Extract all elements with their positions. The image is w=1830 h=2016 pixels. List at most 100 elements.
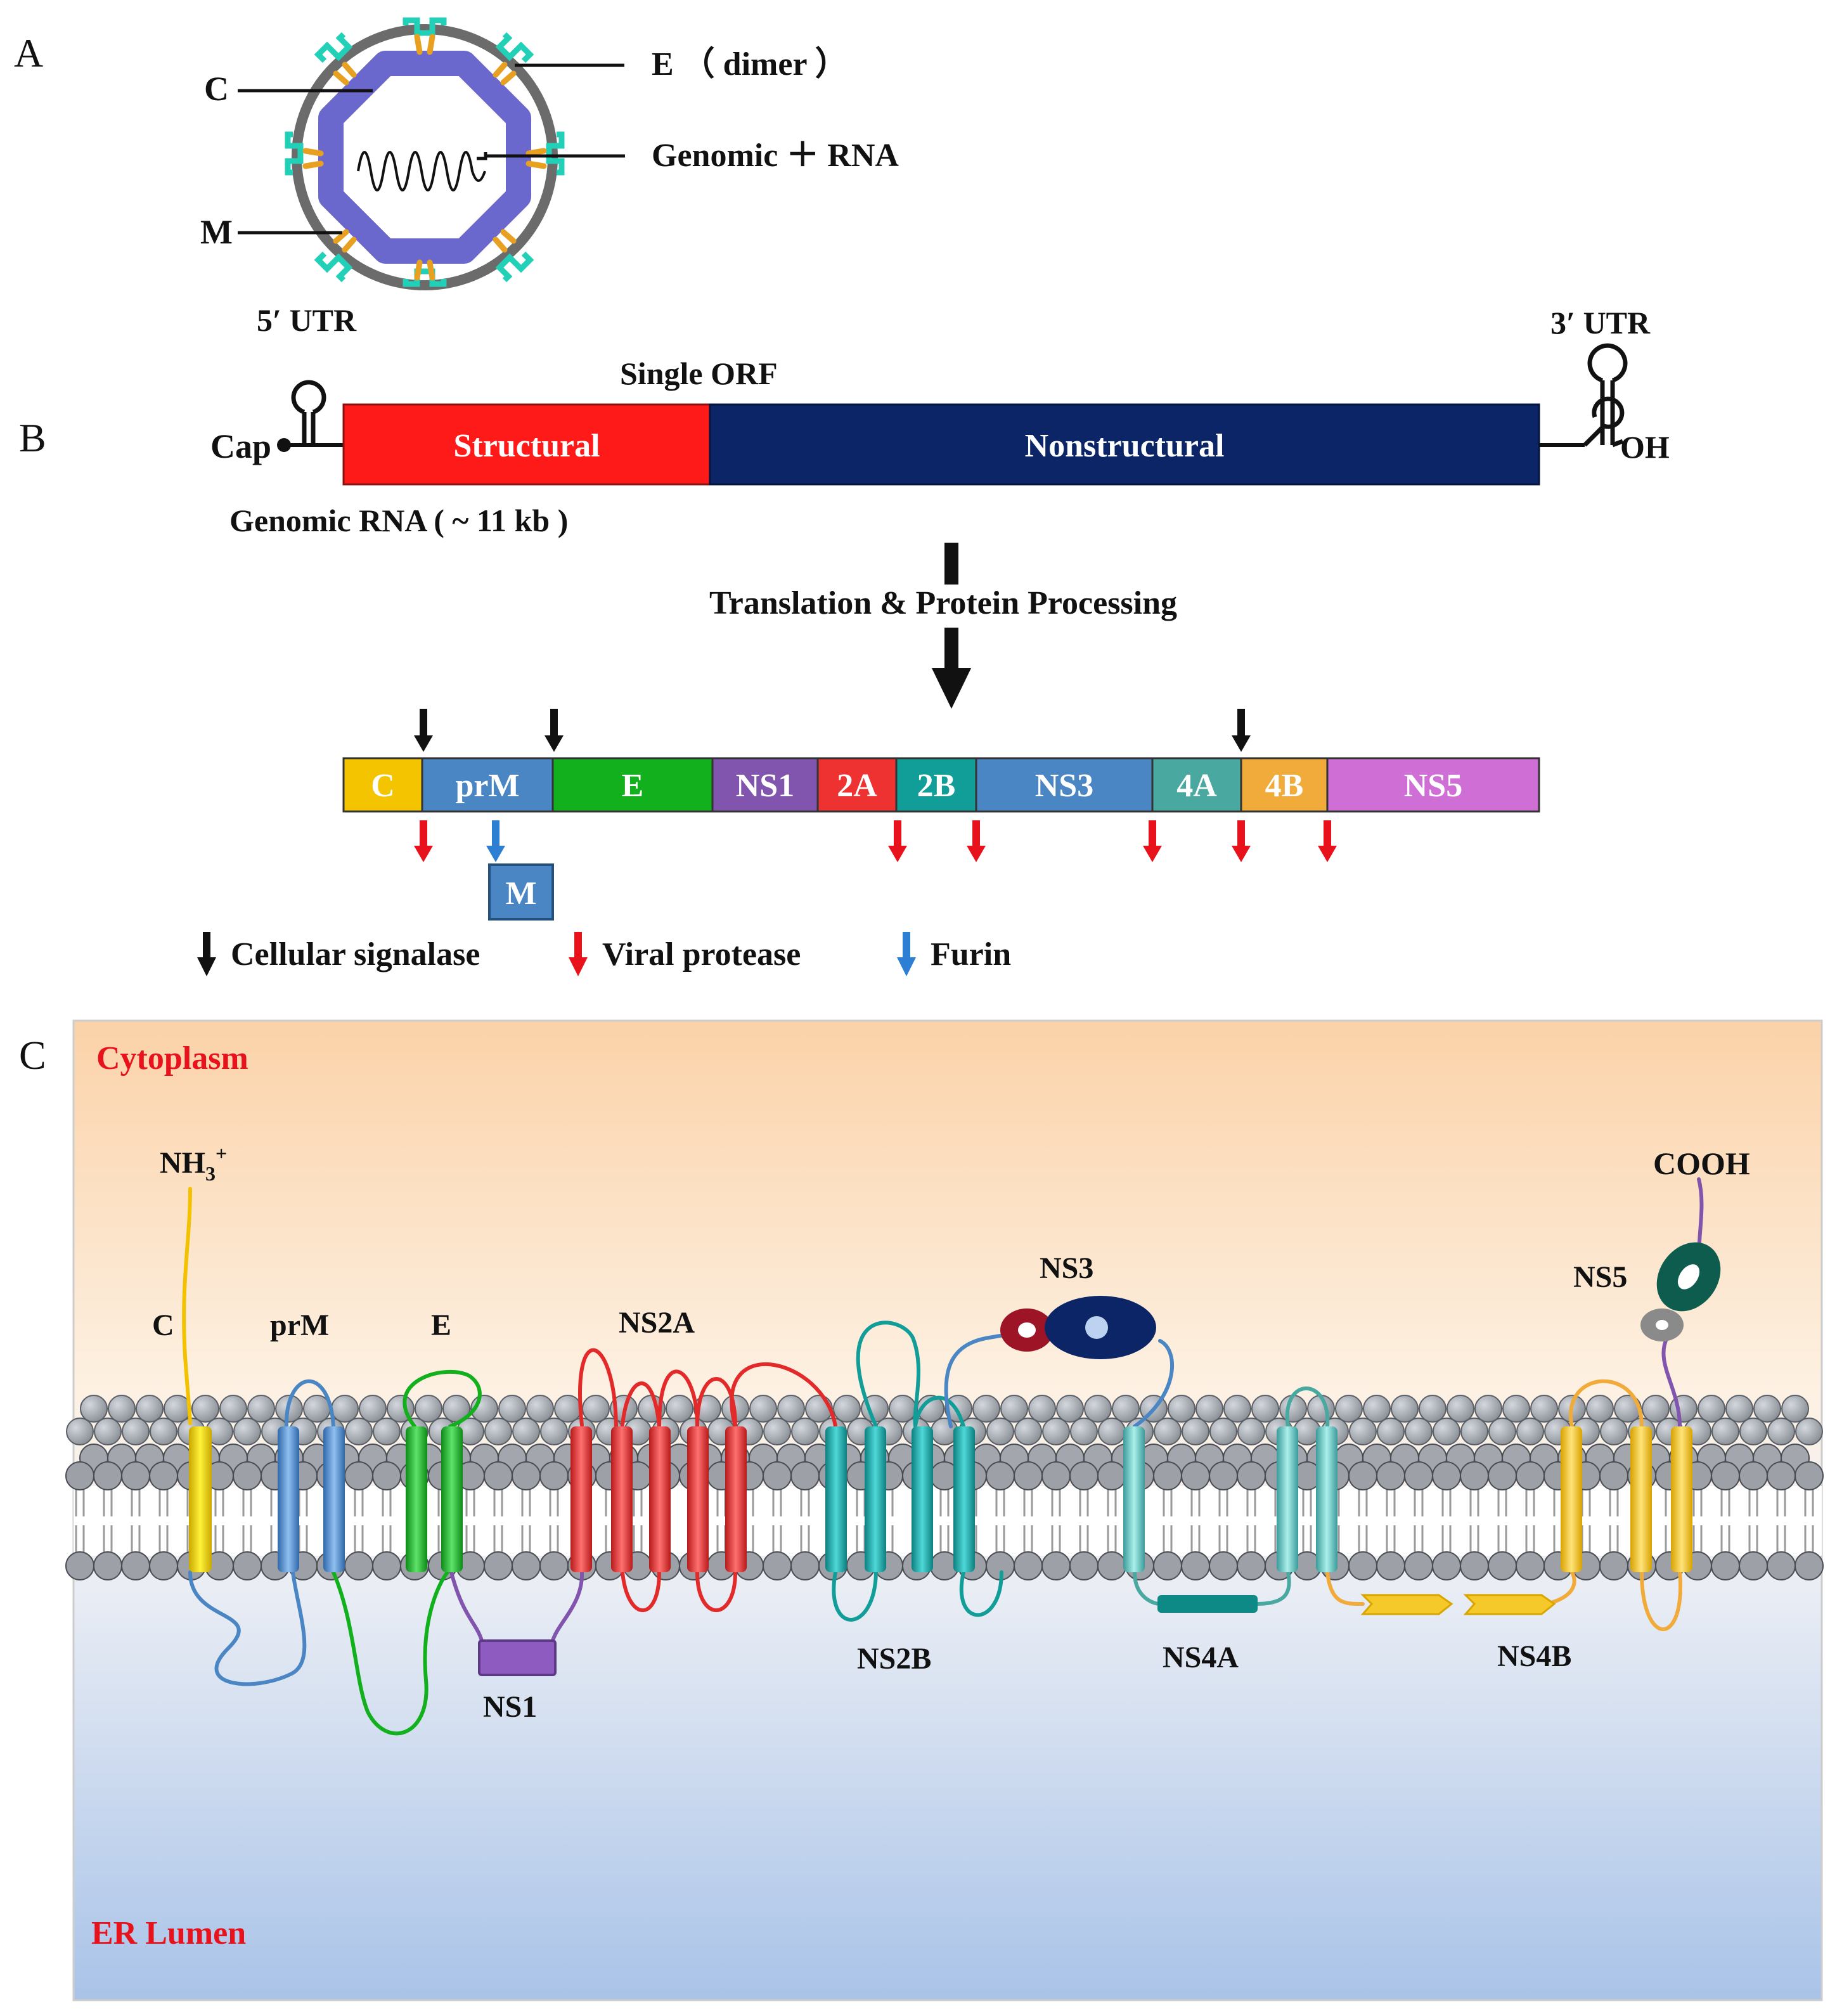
tm-ns4a-1 <box>1123 1426 1145 1572</box>
c-protein-loop <box>182 1187 192 1425</box>
cytoplasm-label: Cytoplasm <box>96 1040 248 1076</box>
polyprotein-segment <box>1151 757 1242 813</box>
m-protein-box <box>488 863 554 921</box>
tm-ns2a-4 <box>687 1426 709 1572</box>
tm-prm-1 <box>278 1426 299 1572</box>
c-protein-label: C <box>152 1308 174 1342</box>
polyprotein-segment <box>551 757 714 813</box>
tm-ns2b-2 <box>865 1426 886 1572</box>
genomic-rna-squiggle <box>357 151 486 191</box>
tm-ns2b-4 <box>953 1426 975 1572</box>
ns4b-helices <box>1360 1594 1556 1615</box>
e-loop <box>403 1369 482 1428</box>
ns2a-loops <box>578 1348 837 1428</box>
polyprotein-segment <box>975 757 1154 813</box>
legend-signalase-arrow <box>197 932 216 976</box>
capsid-shell <box>318 51 531 264</box>
virion-label-m: M <box>200 213 233 251</box>
prm-loop <box>284 1379 335 1428</box>
envelope-protein-dimers <box>285 17 565 287</box>
utr3-label: 3′ UTR <box>1550 305 1651 340</box>
ns1-tether <box>449 1570 584 1643</box>
polyprotein-segment-label: 4A <box>1176 768 1217 804</box>
polyprotein-segment-label: 4B <box>1265 768 1304 804</box>
virion-label-rna: Genomic ＋ RNA <box>652 138 899 174</box>
utr5-stem-loop <box>291 380 326 444</box>
legend: Cellular signalase Viral protease Furin <box>197 932 1011 976</box>
polyprotein-segment-label: 2B <box>917 768 956 804</box>
legend-signalase-label: Cellular signalase <box>231 936 480 972</box>
panel-a-label: A <box>14 30 43 75</box>
leader-rna <box>477 152 625 160</box>
polyprotein-segment <box>816 757 898 813</box>
protease-cleavage-arrow <box>888 820 907 862</box>
ns4a-helix <box>1157 1595 1258 1613</box>
ns2b-protein-label: NS2B <box>857 1642 931 1676</box>
tm-e-2 <box>441 1426 463 1572</box>
ns1-protein-label: NS1 <box>483 1690 537 1724</box>
nh3-label: NH3+ <box>160 1142 227 1185</box>
protease-cleavage-arrow <box>1232 820 1251 862</box>
panel-c-label: C <box>19 1033 46 1078</box>
er-lumen-label: ER Lumen <box>91 1915 246 1951</box>
tm-ns4a-2 <box>1277 1426 1298 1572</box>
tm-e-1 <box>406 1426 427 1572</box>
virion-diagram <box>238 17 625 290</box>
utr5-label: 5′ UTR <box>257 302 357 338</box>
legend-furin-label: Furin <box>931 936 1011 972</box>
cap-label: Cap <box>210 427 271 465</box>
prm-e-lumen-loop <box>332 1570 449 1736</box>
structural-region <box>342 403 711 486</box>
protease-cleavage-arrow <box>1318 820 1337 862</box>
polyprotein-segment-label: C <box>371 768 395 804</box>
polyprotein-segment <box>895 757 977 813</box>
genome-map <box>277 343 1628 486</box>
tm-ns2a-5 <box>725 1426 747 1572</box>
c-lumen-loop <box>188 1570 307 1686</box>
tm-c <box>189 1426 212 1572</box>
protease-cleavage-arrow <box>1143 820 1162 862</box>
genomic-rna-label: Genomic RNA ( ~ 11 kb ) <box>229 503 568 538</box>
legend-protease-label: Viral protease <box>602 936 801 972</box>
signalase-cleavage-arrow <box>414 709 433 752</box>
tm-prm-2 <box>323 1426 345 1572</box>
polyprotein-segment-label: NS3 <box>1035 768 1093 804</box>
virion-label-e: E （ dimer ） <box>652 46 848 82</box>
polyprotein-segment-label: NS1 <box>736 768 794 804</box>
tm-ns4a-3 <box>1316 1426 1337 1572</box>
polyprotein-segment-label: prM <box>455 768 519 804</box>
tm-ns2b-1 <box>825 1426 847 1572</box>
signalase-cleavage-arrow <box>544 709 564 752</box>
orf-label: Single ORF <box>620 356 778 391</box>
virion-label-c: C <box>204 70 229 108</box>
protease-cleavage-arrow <box>414 820 433 862</box>
ns5-domains <box>1640 1242 1721 1341</box>
tm-ns2a-2 <box>611 1426 633 1572</box>
polyprotein-segment <box>342 757 423 813</box>
process-label: Translation & Protein Processing <box>709 585 1177 621</box>
ns2a-protein-label: NS2A <box>619 1306 695 1340</box>
ns1-box <box>478 1639 557 1676</box>
polyprotein-segment-label: NS5 <box>1404 768 1462 804</box>
tm-ns4b-1 <box>1561 1426 1582 1572</box>
ns2b-loops <box>832 1321 1003 1622</box>
tm-ns2a-1 <box>570 1426 592 1572</box>
nonstructural-label: Nonstructural <box>1025 428 1225 464</box>
ns4b-protein-label: NS4B <box>1497 1639 1571 1673</box>
ns2a-lumen-loops <box>621 1570 737 1612</box>
polyprotein-segment-label: E <box>622 768 644 804</box>
panel-b-label: B <box>19 415 46 460</box>
structural-label: Structural <box>453 428 600 464</box>
processing-arrow <box>932 543 971 709</box>
ns5-protein-label: NS5 <box>1573 1260 1627 1294</box>
m-protein-label: M <box>505 876 536 912</box>
oh-label: OH <box>1620 429 1670 465</box>
tm-ns2b-3 <box>912 1426 933 1572</box>
legend-furin-arrow <box>897 932 916 976</box>
ns3-protein-label: NS3 <box>1040 1251 1093 1285</box>
cleavage-arrows <box>414 709 1337 862</box>
tm-ns4b-2 <box>1630 1426 1652 1572</box>
polyprotein-segment-label: 2A <box>837 768 877 804</box>
protease-cleavage-arrow <box>967 820 986 862</box>
